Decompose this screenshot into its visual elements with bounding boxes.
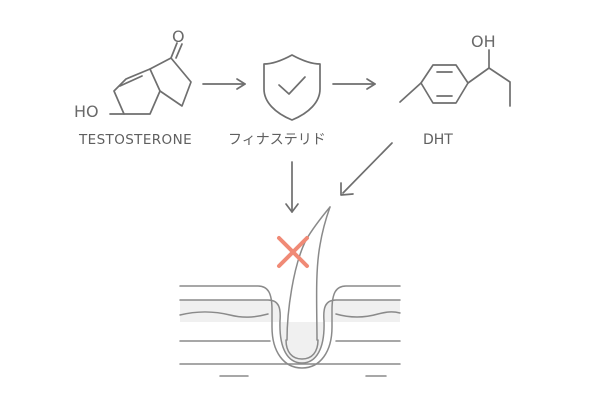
blocked-marker (277, 236, 309, 268)
inhibitor-to-dht-arrowhead (366, 78, 376, 90)
dht-structure: OH DHT (399, 32, 511, 148)
dht-label: DHT (423, 132, 453, 148)
testosterone-carbonyl-double-bond (175, 43, 183, 59)
dht-hydroxyl-atom: OH (471, 32, 496, 51)
inner-skin-line (179, 299, 401, 364)
dht-side-chain (467, 67, 511, 107)
inhibitor-label: フィナステリド (228, 132, 326, 148)
shield-outline (263, 54, 321, 121)
testosterone-ring-a (113, 68, 161, 115)
checkmark-icon (278, 76, 306, 95)
top-arrows (202, 78, 376, 90)
hair-bulb (285, 339, 319, 360)
testosterone-carbonyl-bond (170, 42, 178, 59)
testosterone-hydroxyl-atom: HO (74, 102, 99, 121)
right-dermis-wave (335, 311, 401, 318)
inhibitor-to-follicle-arrowhead (285, 203, 299, 213)
dht-left-bond (399, 82, 422, 103)
testosterone-ring-b (149, 57, 192, 107)
hair-shaft-left-edge (286, 206, 331, 341)
dht-ring (420, 64, 469, 104)
testosterone-label: TESTOSTERONE (78, 132, 192, 148)
testosterone-oxygen-atom: O (172, 27, 185, 46)
pathway-arrows (285, 142, 393, 213)
outer-skin-line (179, 285, 401, 369)
cross-icon (277, 236, 309, 268)
dht-to-follicle-arrowhead (340, 182, 354, 196)
testosterone-to-inhibitor-arrowhead (236, 78, 246, 90)
hair-follicle-illustration (179, 206, 401, 377)
testosterone-structure: O HO TESTOSTERONE (74, 27, 192, 148)
inhibitor-shield-icon: フィナステリド (228, 54, 326, 148)
left-dermis-wave (179, 311, 269, 318)
hair-shaft-right-edge (315, 206, 331, 341)
dht-to-follicle-arrow (342, 142, 393, 194)
testosterone-double-bond (119, 75, 143, 87)
